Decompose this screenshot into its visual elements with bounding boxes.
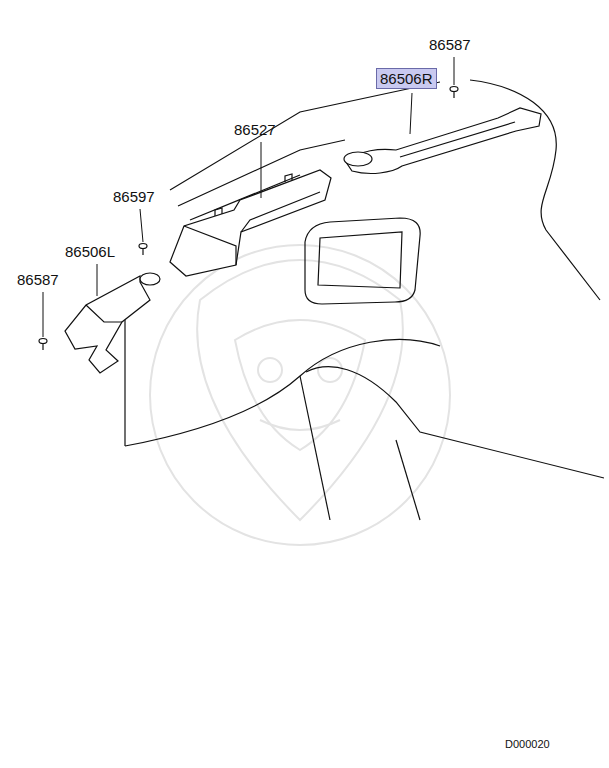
screw-symbol	[39, 87, 458, 351]
watermark-emblem	[150, 245, 450, 545]
callout-number: 86597	[113, 188, 155, 205]
callout-number: 86587	[429, 36, 471, 53]
highlighted-part-box: 86506R	[376, 68, 437, 89]
callout-number: 86506R	[380, 70, 433, 87]
right-duct	[344, 108, 541, 173]
dashboard-outline	[125, 80, 604, 520]
callout-number: 86527	[234, 121, 276, 138]
callout-number: 86587	[17, 271, 59, 288]
diagram-code: D000020	[505, 738, 550, 750]
left-duct	[65, 273, 160, 373]
leader-line	[43, 57, 454, 337]
callout-number: 86506L	[65, 243, 115, 260]
callout-number: 86587	[429, 36, 471, 53]
callout-number: 86597	[113, 188, 155, 205]
diagram-code: D000020	[505, 738, 550, 750]
callout-number: 86506L	[65, 243, 115, 260]
callout-number: 86527	[234, 121, 276, 138]
callout-number: 86587	[17, 271, 59, 288]
center-duct	[170, 170, 331, 276]
